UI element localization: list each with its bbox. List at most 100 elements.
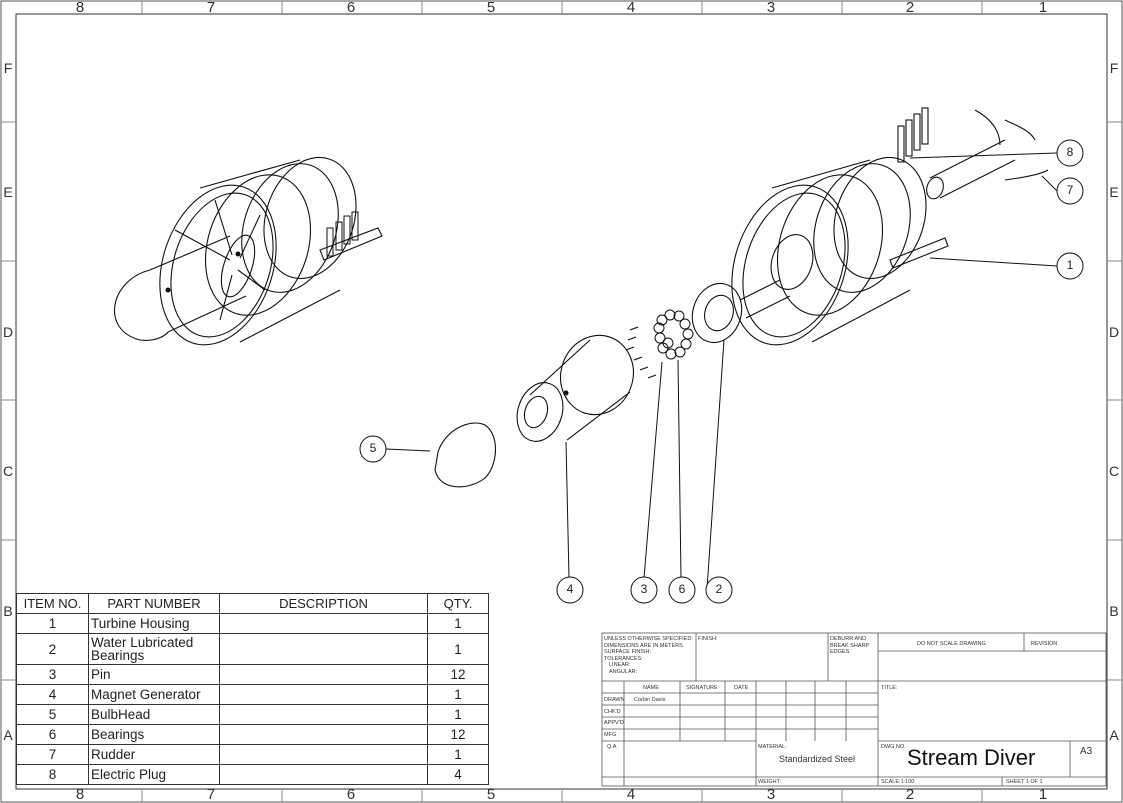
bom-part: Magnet Generator [88,684,220,705]
title-block-lines [601,632,1107,787]
col-date-label: DATE [734,685,749,691]
bom-item: 8 [16,764,89,785]
note-line: BREAK SHARP [830,642,870,649]
bom-part: Pin [88,664,220,685]
bom-description [219,744,428,765]
zone-col-8: 8 [75,0,85,16]
row-drawn-label: DRAWN [604,697,625,703]
zone-col-5-bottom: 5 [486,786,496,803]
zone-row-c-right: C [1108,463,1120,479]
table-row: 7 Rudder 1 [16,744,489,765]
note-line: LINEAR: [609,662,631,668]
table-row: 6 Bearings 12 [16,724,489,745]
material-label: MATERIAL: [758,744,787,750]
bom-description [219,704,428,725]
note-line: EDGES [830,649,850,655]
material-value: Standardized Steel [779,754,856,764]
deburr-note: DEBURR AND BREAK SHARP EDGES [830,636,869,656]
zone-row-a: A [3,727,13,743]
zone-row-d-right: D [1108,324,1120,340]
bom-qty: 1 [427,704,489,725]
zone-col-4: 4 [626,0,636,16]
note-line: ANGULAR: [609,668,638,675]
bom-item: 2 [16,633,89,665]
zone-row-f-right: F [1109,60,1119,76]
bom-qty: 4 [427,764,489,785]
drawn-name: Corbin Davis [634,697,666,703]
leader-lines [385,152,1058,590]
assembled-view [114,156,383,346]
bom-part: Electric Plug [88,764,220,785]
zone-col-6: 6 [346,0,356,16]
balloon-5: 5 [369,441,377,455]
weight-label: WEIGHT: [758,779,781,785]
note-line: DIMENSIONS ARE IN METERS [604,642,683,649]
row-mfg-label: MFG [604,732,617,738]
zone-row-d: D [2,324,14,340]
balloon-1: 1 [1066,258,1074,272]
balloon-4: 4 [566,582,574,596]
bom-item: 7 [16,744,89,765]
note-line: UNLESS OTHERWISE SPECIFIED: [604,636,693,642]
zone-row-c: C [2,463,14,479]
bom-part: Rudder [88,744,220,765]
bom-qty: 1 [427,684,489,705]
note-line: TOLERANCES: [604,655,643,662]
finish-label: FINISH: [698,636,718,642]
bom-header-item: ITEM NO. [16,593,89,614]
sheet-size: A3 [1080,746,1093,757]
table-row: 1 Turbine Housing 1 [16,613,489,634]
table-row: 5 BulbHead 1 [16,704,489,725]
bom-qty: 12 [427,664,489,685]
dwg-no-value: Stream Diver [907,745,1036,770]
zone-col-3-bottom: 3 [766,786,776,803]
table-row: 3 Pin 12 [16,664,489,685]
zone-col-2-bottom: 2 [905,786,915,803]
bom-item: 6 [16,724,89,745]
zone-col-6-bottom: 6 [346,786,356,803]
row-appvd-label: APPV'D [604,720,624,726]
balloon-circles [359,139,1084,604]
zone-row-b: B [3,603,13,619]
bom-header-row: ITEM NO. PART NUMBER DESCRIPTION QTY. [16,593,489,614]
bom-item: 1 [16,613,89,634]
bom-qty: 1 [427,744,489,765]
zone-col-7-bottom: 7 [206,786,216,803]
balloon-8: 8 [1066,145,1074,159]
zone-col-4-bottom: 4 [626,786,636,803]
zone-col-3: 3 [766,0,776,16]
tolerance-notes: UNLESS OTHERWISE SPECIFIED: DIMENSIONS A… [604,636,693,675]
zone-row-e-right: E [1109,184,1119,200]
balloon-2: 2 [715,582,723,596]
bom-item: 3 [16,664,89,685]
zone-row-a-right: A [1109,727,1119,743]
sheet-number: SHEET 1 OF 1 [1006,779,1043,785]
zone-row-f: F [3,60,13,76]
table-row: 2 Water Lubricated Bearings 1 [16,633,489,665]
exploded-view [434,107,1049,488]
bom-header-description: DESCRIPTION [219,593,428,614]
bom-item: 5 [16,704,89,725]
bom-header-part: PART NUMBER [88,593,220,614]
title-label: TITLE: [881,685,898,691]
balloon-6: 6 [678,582,686,596]
note-line: SURFACE FINISH: [604,649,652,655]
table-row: 8 Electric Plug 4 [16,764,489,785]
row-chkd-label: CHK'D [604,709,621,715]
bom-description [219,764,428,785]
zone-col-5: 5 [486,0,496,16]
zone-col-1-bottom: 1 [1038,786,1048,803]
bom-item: 4 [16,684,89,705]
note-line: DEBURR AND [830,636,867,642]
bom-header-qty: QTY. [427,593,489,614]
zone-col-1: 1 [1038,0,1048,16]
do-not-scale-note: DO NOT SCALE DRAWING [917,641,986,647]
zone-col-2: 2 [905,0,915,16]
bom-qty: 1 [427,633,489,665]
zone-row-e: E [3,184,13,200]
col-signature-label: SIGNATURE [686,685,718,691]
table-row: 4 Magnet Generator 1 [16,684,489,705]
bom-description [219,724,428,745]
